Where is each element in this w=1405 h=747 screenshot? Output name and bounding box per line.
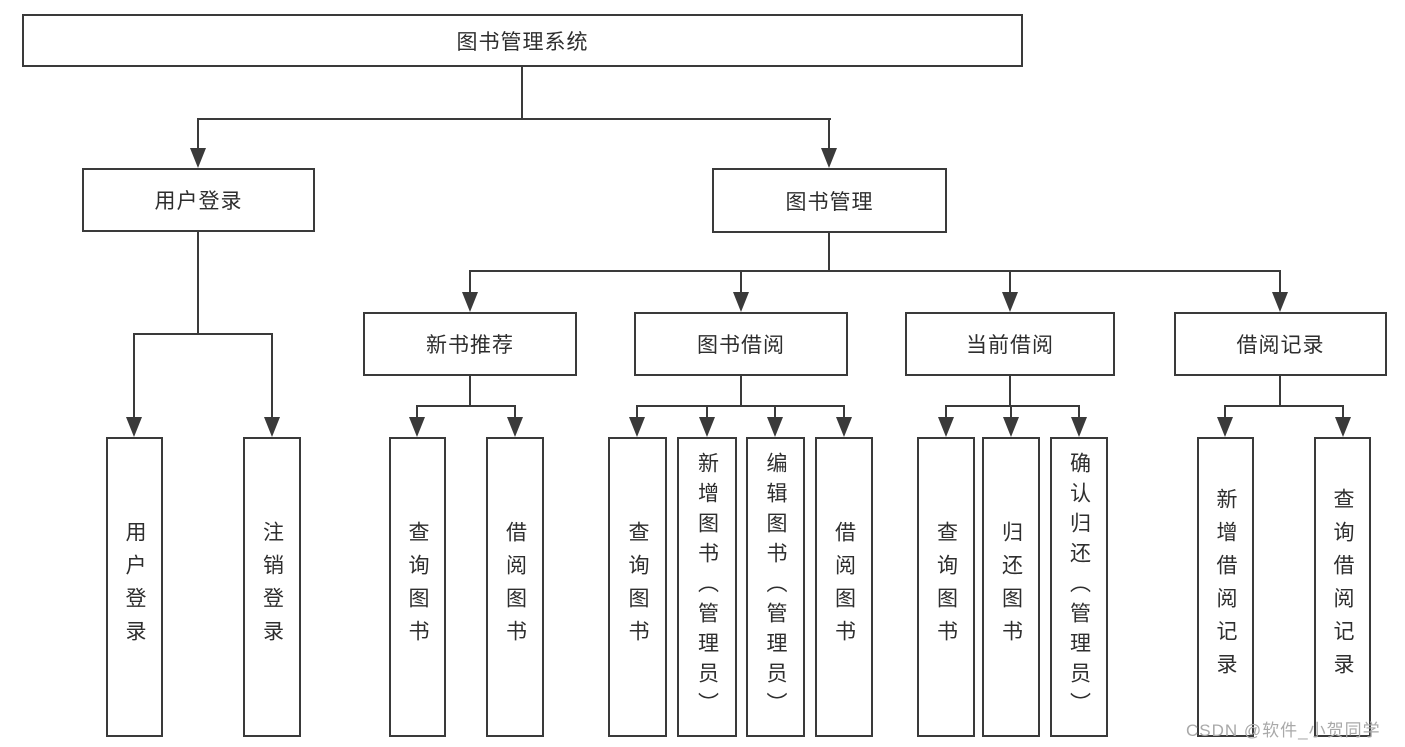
csdn-watermark: CSDN @软件_小贺同学: [1186, 721, 1381, 740]
connector-drop-bb-query: [636, 405, 638, 419]
leaf-bb-borrow-books-label: 借阅图书: [832, 521, 856, 653]
node-borrow-records: 借阅记录: [1174, 312, 1387, 376]
connector-records-rail: [1224, 405, 1344, 407]
connector-drop-br-add: [1224, 405, 1226, 419]
connector-drop-current-borrow: [1009, 270, 1011, 294]
connector-drop-leaf-login: [133, 333, 135, 419]
connector-drop-bb-edit: [774, 405, 776, 419]
leaf-br-add-record-label: 新增借阅记录: [1214, 488, 1237, 686]
leaf-bb-query-books-label: 查询图书: [626, 521, 649, 653]
leaf-br-query-record-label: 查询借阅记录: [1331, 488, 1354, 686]
connector-bookborrow-stem: [740, 376, 742, 407]
leaf-cb-return-books-label: 归还图书: [999, 521, 1023, 653]
leaf-user-login-label: 用户登录: [123, 521, 146, 653]
connector-drop-rec-borrow: [514, 405, 516, 419]
connector-drop-new-book: [469, 270, 471, 294]
node-current-borrow-label: 当前借阅: [966, 334, 1054, 357]
leaf-logout-label: 注销登录: [260, 521, 284, 653]
arrowhead-cb-confirm: [1071, 417, 1087, 437]
leaf-cb-query-books: 查询图书: [917, 437, 975, 737]
connector-currentborrow-stem: [1009, 376, 1011, 407]
connector-drop-bb-add: [706, 405, 708, 419]
arrowhead-bb-borrow: [836, 417, 852, 437]
arrowhead-bb-edit: [767, 417, 783, 437]
node-root: 图书管理系统: [22, 14, 1023, 67]
leaf-rec-borrow-books-label: 借阅图书: [503, 521, 527, 653]
connector-drop-cb-return: [1010, 405, 1012, 419]
connector-newbook-stem: [469, 376, 471, 407]
leaf-logout: 注销登录: [243, 437, 301, 737]
leaf-bb-add-books: 新增图书（管理员）: [677, 437, 737, 737]
connector-userlogin-rail: [133, 333, 273, 335]
leaf-cb-confirm-return-label: 确认归还（管理员）: [1067, 452, 1091, 722]
arrowhead-current-borrow: [1002, 292, 1018, 312]
node-current-borrow: 当前借阅: [905, 312, 1115, 376]
arrowhead-bb-add: [699, 417, 715, 437]
connector-root-stem: [521, 67, 523, 120]
connector-drop-cb-confirm: [1078, 405, 1080, 419]
connector-drop-br-query: [1342, 405, 1344, 419]
leaf-bb-borrow-books: 借阅图书: [815, 437, 873, 737]
leaf-cb-confirm-return: 确认归还（管理员）: [1050, 437, 1108, 737]
leaf-br-query-record: 查询借阅记录: [1314, 437, 1371, 737]
arrowhead-cb-query: [938, 417, 954, 437]
arrowhead-borrow-records: [1272, 292, 1288, 312]
leaf-bb-add-books-label: 新增图书（管理员）: [695, 452, 719, 722]
leaf-bb-query-books: 查询图书: [608, 437, 667, 737]
arrowhead-cb-return: [1003, 417, 1019, 437]
node-user-login-label: 用户登录: [154, 190, 243, 213]
arrowhead-br-add: [1217, 417, 1233, 437]
connector-bookmgmt-stem: [828, 233, 830, 272]
arrowhead-rec-query: [409, 417, 425, 437]
leaf-bb-edit-books-label: 编辑图书（管理员）: [764, 452, 787, 722]
node-new-book-recommend: 新书推荐: [363, 312, 577, 376]
connector-drop-bb-borrow: [843, 405, 845, 419]
connector-drop-book-mgmt: [828, 118, 830, 150]
connector-userlogin-stem: [197, 232, 199, 335]
arrowhead-bb-query: [629, 417, 645, 437]
connector-drop-rec-query: [416, 405, 418, 419]
arrowhead-leaf-logout: [264, 417, 280, 437]
connector-newbook-rail: [416, 405, 516, 407]
leaf-rec-query-books: 查询图书: [389, 437, 446, 737]
leaf-rec-borrow-books: 借阅图书: [486, 437, 544, 737]
connector-drop-user-login: [197, 118, 199, 150]
arrowhead-leaf-login: [126, 417, 142, 437]
node-book-borrow-label: 图书借阅: [697, 334, 785, 357]
node-book-management: 图书管理: [712, 168, 947, 233]
connector-currentborrow-rail: [945, 405, 1080, 407]
connector-records-stem: [1279, 376, 1281, 407]
connector-drop-book-borrow: [740, 270, 742, 294]
connector-drop-borrow-records: [1279, 270, 1281, 294]
leaf-br-add-record: 新增借阅记录: [1197, 437, 1254, 737]
connector-drop-cb-query: [945, 405, 947, 419]
leaf-rec-query-books-label: 查询图书: [406, 521, 429, 653]
node-root-label: 图书管理系统: [456, 30, 589, 54]
connector-bookmgmt-rail: [469, 270, 1281, 272]
arrowhead-book-mgmt: [821, 148, 837, 168]
node-borrow-records-label: 借阅记录: [1236, 334, 1325, 357]
connector-bookborrow-rail: [636, 405, 845, 407]
node-book-management-label: 图书管理: [785, 190, 874, 214]
leaf-cb-query-books-label: 查询图书: [934, 521, 958, 653]
node-new-book-recommend-label: 新书推荐: [426, 334, 514, 357]
leaf-user-login: 用户登录: [106, 437, 163, 737]
arrowhead-book-borrow: [733, 292, 749, 312]
leaf-bb-edit-books: 编辑图书（管理员）: [746, 437, 805, 737]
node-user-login: 用户登录: [82, 168, 315, 232]
arrowhead-br-query: [1335, 417, 1351, 437]
arrowhead-new-book: [462, 292, 478, 312]
leaf-cb-return-books: 归还图书: [982, 437, 1040, 737]
connector-root-rail: [197, 118, 831, 120]
connector-drop-leaf-logout: [271, 333, 273, 419]
arrowhead-user-login: [190, 148, 206, 168]
arrowhead-rec-borrow: [507, 417, 523, 437]
node-book-borrow: 图书借阅: [634, 312, 848, 376]
